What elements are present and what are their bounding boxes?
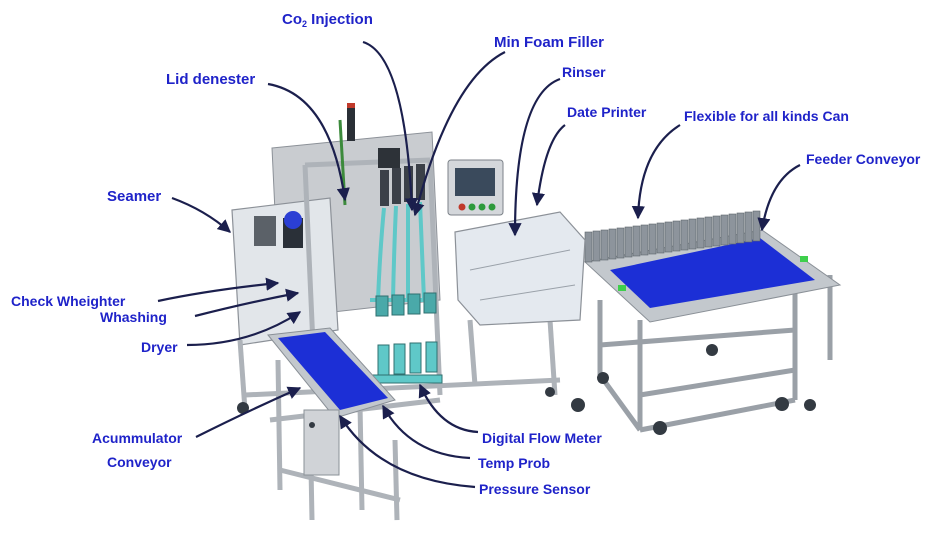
label-whashing: Whashing: [100, 309, 167, 325]
leader-date-printer: [531, 124, 566, 207]
co2-prefix: Co: [282, 11, 302, 28]
label-temp-prob: Temp Prob: [478, 455, 551, 471]
leader-co2: [362, 40, 419, 212]
leader-pressure: [339, 414, 476, 489]
leader-feeder: [757, 164, 801, 232]
leader-temp-prob: [382, 404, 471, 460]
label-acumulator-line2: Conveyor: [107, 454, 172, 470]
accumulator-conveyor-machine: [267, 327, 401, 521]
co2-suffix: Injection: [307, 11, 373, 28]
label-digital-flow-meter: Digital Flow Meter: [482, 430, 602, 446]
main-machine: [231, 103, 586, 423]
label-date-printer: Date Printer: [567, 104, 647, 120]
label-co2-injection: Co2 Injection: [282, 12, 373, 32]
label-min-foam-filler: Min Foam Filler: [494, 34, 605, 51]
feeder-conveyor-machine: [583, 210, 842, 435]
leader-whashing: [194, 288, 300, 318]
leader-seamer: [171, 196, 231, 233]
label-seamer: Seamer: [107, 188, 162, 205]
leader-flexible: [631, 124, 681, 220]
leader-dryer: [186, 311, 302, 347]
label-pressure-sensor: Pressure Sensor: [479, 481, 591, 497]
label-dryer: Dryer: [141, 339, 178, 355]
leader-check-wheighter: [157, 277, 280, 303]
leader-min-foam: [411, 51, 506, 217]
leader-flow-meter: [418, 383, 479, 434]
leader-lines: [157, 40, 801, 489]
label-check-wheighter: Check Wheighter: [11, 293, 126, 309]
label-lid-denester: Lid denester: [166, 71, 256, 88]
label-flexible: Flexible for all kinds Can: [684, 108, 849, 124]
label-rinser: Rinser: [562, 64, 606, 80]
leader-lid-denester: [267, 82, 350, 202]
label-feeder-conveyor: Feeder Conveyor: [806, 151, 921, 167]
leader-acumulator: [195, 386, 302, 438]
leader-rinser: [508, 77, 561, 237]
co2-subscript: 2: [302, 19, 308, 29]
label-acumulator-line1: Acummulator: [92, 430, 183, 446]
